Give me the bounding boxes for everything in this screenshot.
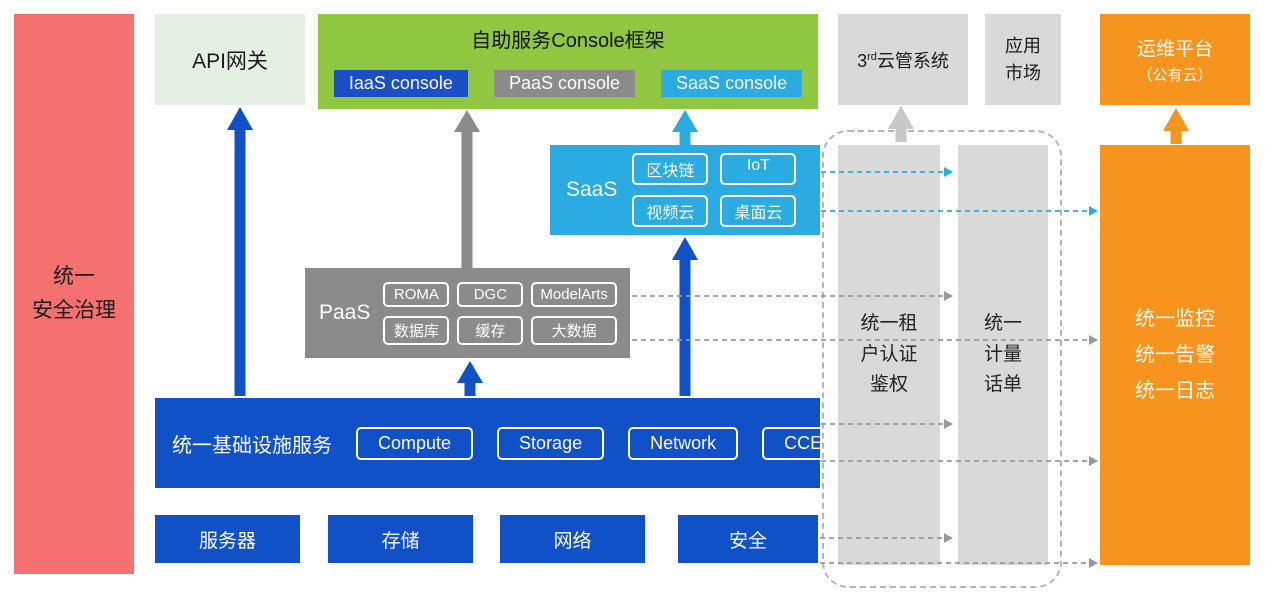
iaas-console-button: IaaS console [333,70,468,97]
infra-item-network: Network [628,426,739,460]
console-framework-box: 自助服务Console框架 IaaS console PaaS console … [318,14,818,109]
saas-block: SaaS 区块链 IoT 视频云 桌面云 [550,145,820,235]
paas-block: PaaS ROMA DGC ModelArts 数据库 缓存 大数据 [305,268,630,358]
paas-console-button: PaaS console [493,70,636,97]
third-party-cmp-label: 3rd云管系统 [857,50,949,71]
security-governance-line1: 统一 [53,265,95,289]
security-governance-bar: 统一 安全治理 [14,14,134,574]
arrow-paas-to-console [454,110,480,268]
tenant-auth-bar: 统一租 户认证 鉴权 [838,145,940,565]
arrow-infra-to-saas [672,237,698,396]
paas-item-modelarts: ModelArts [531,281,617,307]
saas-item-desktop-cloud: 桌面云 [720,195,797,227]
om-platform-line1: 运维平台 [1136,39,1213,60]
app-market-box: 应用 市场 [985,14,1061,105]
console-buttons: IaaS console PaaS console SaaS console [333,70,803,97]
monitoring-line1: 统一监控 [1135,308,1215,330]
third-party-cmp-box: 3rd云管系统 [838,14,968,105]
paas-label: PaaS [319,301,371,324]
paas-item-roma: ROMA [383,281,450,307]
infra-item-storage: Storage [497,426,605,460]
monitoring-line2: 统一告警 [1135,344,1215,366]
infrastructure-label: 统一基础设施服务 [172,434,332,457]
app-market-line1: 应用 [1005,35,1041,56]
metering-bar: 统一 计量 话单 [958,145,1048,565]
hardware-network-box: 网络 [500,515,645,563]
hardware-security-box: 安全 [678,515,818,563]
infra-item-compute: Compute [356,426,474,460]
arrow-infra-to-paas [457,361,483,396]
tenant-auth-line1: 统一租 [860,313,918,335]
om-platform-line2: （公有云） [1137,67,1213,84]
paas-item-cache: 缓存 [457,315,524,345]
saas-items: 区块链 IoT 视频云 桌面云 [632,153,797,227]
paas-item-database: 数据库 [383,315,450,345]
monitoring-line3: 统一日志 [1135,380,1215,402]
saas-item-video-cloud: 视频云 [632,195,709,227]
app-market-line2: 市场 [1005,62,1041,83]
arrow-infra-to-api-gateway [227,107,253,396]
console-framework-title: 自助服务Console框架 [471,30,665,52]
arrow-saas-to-console [672,110,698,145]
infrastructure-items: Compute Storage Network CCE [356,426,845,460]
paas-items: ROMA DGC ModelArts 数据库 缓存 大数据 [383,281,617,345]
security-governance-line2: 安全治理 [32,299,116,322]
metering-line1: 统一 [983,313,1022,335]
shared-services-frame [822,130,1062,588]
hardware-storage-box: 存储 [328,515,473,563]
api-gateway-box: API网关 [155,14,305,105]
paas-item-dgc: DGC [457,281,524,307]
om-platform-box: 运维平台 （公有云） [1100,14,1250,105]
paas-item-bigdata: 大数据 [531,315,617,345]
saas-item-blockchain: 区块链 [632,153,709,185]
tenant-auth-line3: 鉴权 [869,374,908,396]
saas-console-button: SaaS console [661,70,803,97]
saas-label: SaaS [566,178,618,201]
tenant-auth-line2: 户认证 [860,343,918,365]
metering-line3: 话单 [983,374,1022,396]
hardware-server-box: 服务器 [155,515,300,563]
infrastructure-block: 统一基础设施服务 Compute Storage Network CCE [155,398,845,488]
saas-item-iot: IoT [720,153,797,185]
api-gateway-label: API网关 [192,49,268,73]
metering-line2: 计量 [983,343,1022,365]
arrow-monitor-to-om-platform [1163,108,1189,144]
monitoring-block: 统一监控 统一告警 统一日志 [1100,145,1250,565]
